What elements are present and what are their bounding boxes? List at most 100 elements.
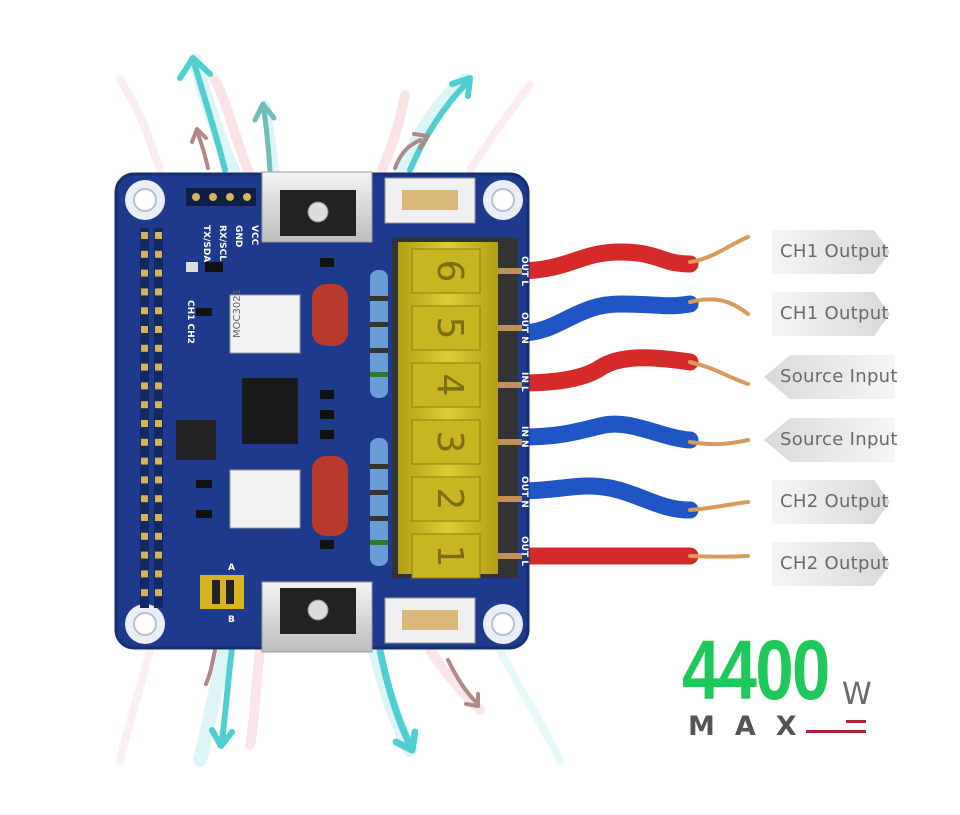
gpio-header	[140, 228, 163, 608]
source-input-label-1: Source Input	[780, 366, 898, 387]
gpio-pin	[155, 344, 162, 352]
gpio-pin	[155, 401, 162, 409]
gpio-pin	[141, 476, 148, 484]
gpio-pin	[141, 514, 148, 521]
ch2-output-label-2: CH2 Output	[780, 553, 889, 574]
gpio-pin	[155, 382, 162, 390]
gpio-pin	[141, 551, 148, 559]
terminal-screw: 1	[411, 533, 522, 579]
gpio-pin	[155, 326, 162, 333]
terminal-screw: 3	[411, 419, 522, 465]
gpio-pin	[141, 250, 148, 258]
channel-label: CH1 CH2	[185, 300, 195, 344]
gpio-pin	[141, 344, 148, 352]
power-rating-value: 4400	[682, 623, 830, 717]
board-labels: VCC GND RX/SCL TX/SDA CH1 CH2 OUT L OUT …	[185, 225, 529, 625]
terminal-label-4: IN N	[519, 426, 529, 448]
header-pin-rx: RX/SCL	[217, 225, 227, 261]
header-pin-tx: TX/SDA	[201, 225, 211, 262]
max-underline-short	[846, 720, 866, 723]
gpio-pin	[141, 532, 148, 540]
terminal-label-2: OUT N	[519, 312, 529, 344]
gpio-pin	[155, 476, 162, 484]
gpio-pin	[141, 326, 148, 333]
ch1-output-label-2: CH1 Output	[780, 303, 889, 324]
terminal-screw: 2	[411, 476, 522, 522]
terminal-screw: 6	[411, 248, 522, 294]
gpio-pin	[141, 382, 148, 390]
arrow-left-1	[764, 355, 895, 399]
arrow-left-2	[764, 418, 895, 462]
smd-parts	[186, 258, 334, 549]
terminal-screw: 5	[411, 305, 522, 351]
resistor-2	[370, 438, 388, 566]
terminal-label-5: OUT N	[519, 476, 529, 508]
gpio-pin	[155, 363, 162, 371]
gpio-pin	[141, 232, 148, 239]
fuse-holder-top	[384, 177, 476, 224]
heatsink-bottom	[261, 581, 373, 653]
gpio-pin	[155, 457, 162, 465]
gpio-pin	[141, 420, 148, 427]
gpio-pin	[141, 363, 148, 371]
ch1-output-label-1: CH1 Output	[780, 241, 889, 262]
source-input-label-2: Source Input	[780, 429, 898, 450]
header-pin-gnd: GND	[233, 225, 243, 247]
jumper-label-b: B	[228, 615, 235, 625]
capacitor-2	[312, 456, 348, 536]
arrow-right-1	[772, 230, 890, 274]
arrow-right-3	[772, 480, 890, 524]
terminal-number: 5	[429, 317, 470, 340]
gpio-pin	[155, 250, 162, 258]
optocoupler-2	[229, 469, 301, 529]
fuse-holder-bottom	[384, 597, 476, 644]
resistor-1	[370, 270, 388, 398]
ch2-output-label-1: CH2 Output	[780, 491, 889, 512]
uart-header	[186, 188, 256, 206]
gpio-pin	[155, 307, 162, 315]
gpio-pin	[155, 269, 162, 277]
terminal-number: 3	[429, 431, 470, 454]
gpio-pin	[155, 551, 162, 559]
chip-small	[176, 420, 216, 460]
terminal-number: 2	[429, 488, 470, 511]
power-rating-max: MAX	[688, 711, 817, 742]
gpio-pin	[141, 457, 148, 465]
gpio-pin	[155, 420, 162, 427]
gpio-pin	[141, 288, 148, 296]
label-arrows	[764, 230, 895, 586]
terminal-label-3: IN L	[519, 372, 529, 392]
gpio-pin	[141, 589, 148, 597]
gpio-pin	[155, 232, 162, 239]
gpio-pin	[155, 570, 162, 578]
jumper-label-a: A	[228, 563, 235, 573]
terminal-label-1: OUT L	[519, 256, 529, 286]
pcb-board: MOC3021 6 5 4 3 2 1	[114, 171, 530, 653]
svg-text:MOC3021: MOC3021	[232, 289, 243, 338]
gpio-pin	[141, 570, 148, 578]
gpio-pin	[141, 401, 148, 409]
wires	[511, 235, 750, 565]
gpio-pin	[141, 307, 148, 315]
optocoupler-1: MOC3021	[229, 289, 301, 354]
gpio-pin	[155, 438, 162, 446]
airflow-arrows	[177, 55, 480, 754]
chip-main	[242, 378, 298, 444]
gpio-pin	[155, 288, 162, 296]
capacitor-1	[312, 284, 348, 346]
gpio-pin	[155, 514, 162, 521]
gpio-pin	[141, 495, 148, 503]
jumper-block	[200, 575, 244, 609]
heatsink-top	[261, 171, 373, 243]
mounting-holes	[125, 180, 523, 644]
gpio-pin	[155, 532, 162, 540]
arrow-right-2	[772, 292, 890, 336]
gpio-pin	[155, 495, 162, 503]
terminal-screws: 6 5 4 3 2 1	[411, 248, 522, 579]
gpio-pin	[141, 438, 148, 446]
terminal-screw: 4	[411, 362, 522, 408]
terminal-number: 4	[429, 374, 470, 397]
arrow-right-4	[772, 542, 890, 586]
terminal-number: 6	[429, 260, 470, 283]
